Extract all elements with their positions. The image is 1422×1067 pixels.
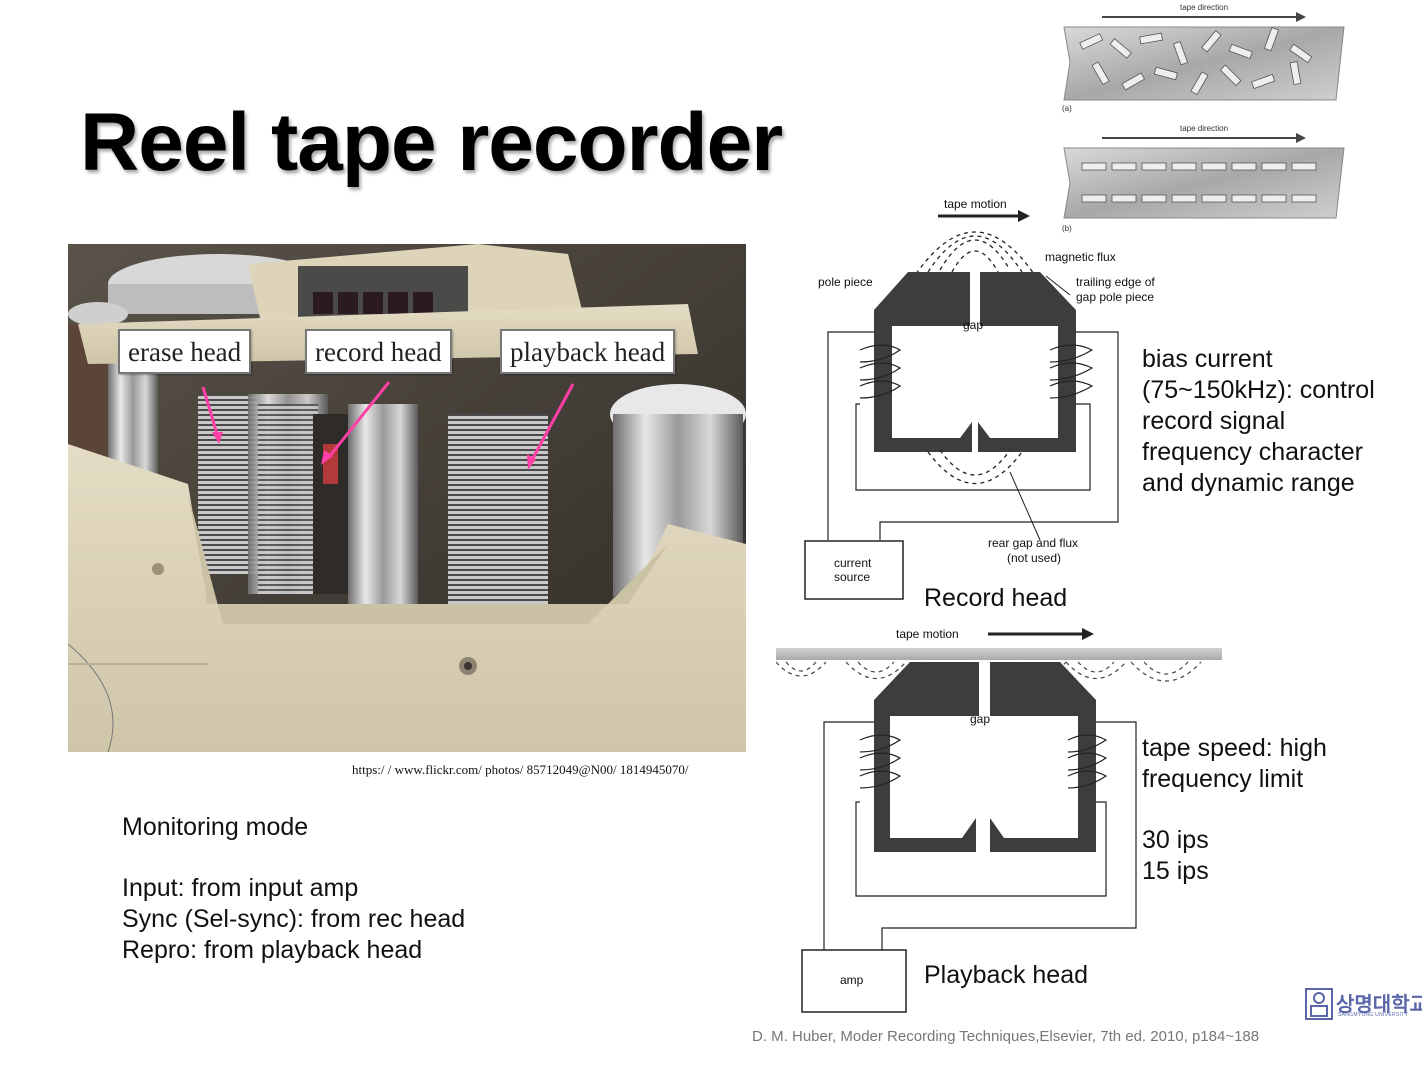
slide-title: Reel tape recorder xyxy=(80,97,783,188)
tape-direction-label-a: tape direction xyxy=(1180,3,1229,12)
record-note-line-4: frequency character xyxy=(1142,438,1363,466)
record-head-callout: record head xyxy=(305,329,452,374)
playback-note-line-1: tape speed: high xyxy=(1142,734,1327,762)
trailing-edge-label-1: trailing edge of xyxy=(1076,275,1155,289)
rear-gap-label-1: rear gap and flux xyxy=(988,536,1079,550)
figure-label-b: (b) xyxy=(1062,224,1072,233)
amp-label: amp xyxy=(840,973,864,987)
rear-gap-label-2: (not used) xyxy=(1007,551,1062,565)
record-gap-label: gap xyxy=(963,318,984,332)
record-head-diagram xyxy=(800,200,1130,605)
playback-head-diagram xyxy=(775,620,1226,1015)
monitoring-line-repro: Repro: from playback head xyxy=(122,936,423,964)
record-tape-motion-label: tape motion xyxy=(944,197,1007,211)
university-logo-text: 상명대학교 xyxy=(1336,994,1422,1016)
figure-label-a: (a) xyxy=(1062,104,1072,113)
playback-gap-label: gap xyxy=(970,712,991,726)
playback-note-line-4: 30 ips xyxy=(1142,826,1209,854)
erase-head-callout: erase head xyxy=(118,329,252,374)
pole-piece-label: pole piece xyxy=(818,275,873,289)
record-note-line-1: bias current xyxy=(1142,345,1273,373)
record-note-line-3: record signal xyxy=(1142,407,1286,435)
trailing-edge-label-2: gap pole piece xyxy=(1076,290,1155,304)
playback-head-caption: Playback head xyxy=(924,961,1089,989)
monitoring-line-input: Input: from input amp xyxy=(122,874,359,902)
playback-note-line-5: 15 ips xyxy=(1142,857,1209,885)
tape-particle-figure xyxy=(1060,0,1350,230)
current-source-label-1: current xyxy=(834,556,872,570)
record-note-line-5: and dynamic range xyxy=(1142,469,1355,497)
university-logo-subtitle: SANGMYUNG UNIVERSITY xyxy=(1338,1012,1409,1018)
current-source-label-2: source xyxy=(834,570,871,584)
monitoring-line-sync: Sync (Sel-sync): from rec head xyxy=(122,905,466,933)
tape-direction-label-b: tape direction xyxy=(1180,124,1229,133)
tape-recorder-photo xyxy=(67,244,746,753)
magnetic-flux-label: magnetic flux xyxy=(1045,250,1116,264)
playback-note-line-2: frequency limit xyxy=(1142,765,1304,793)
monitoring-heading: Monitoring mode xyxy=(122,813,309,841)
record-head-caption: Record head xyxy=(924,584,1068,612)
playback-head-callout: playback head xyxy=(500,329,676,374)
playback-tape-motion-label: tape motion xyxy=(896,627,959,641)
university-logo-icon xyxy=(1305,988,1333,1020)
photo-source-url: https:/ / www.flickr.com/ photos/ 857120… xyxy=(352,762,689,777)
reference-citation: D. M. Huber, Moder Recording Techniques,… xyxy=(752,1028,1260,1045)
record-note-line-2: (75~150kHz): control xyxy=(1142,376,1375,404)
